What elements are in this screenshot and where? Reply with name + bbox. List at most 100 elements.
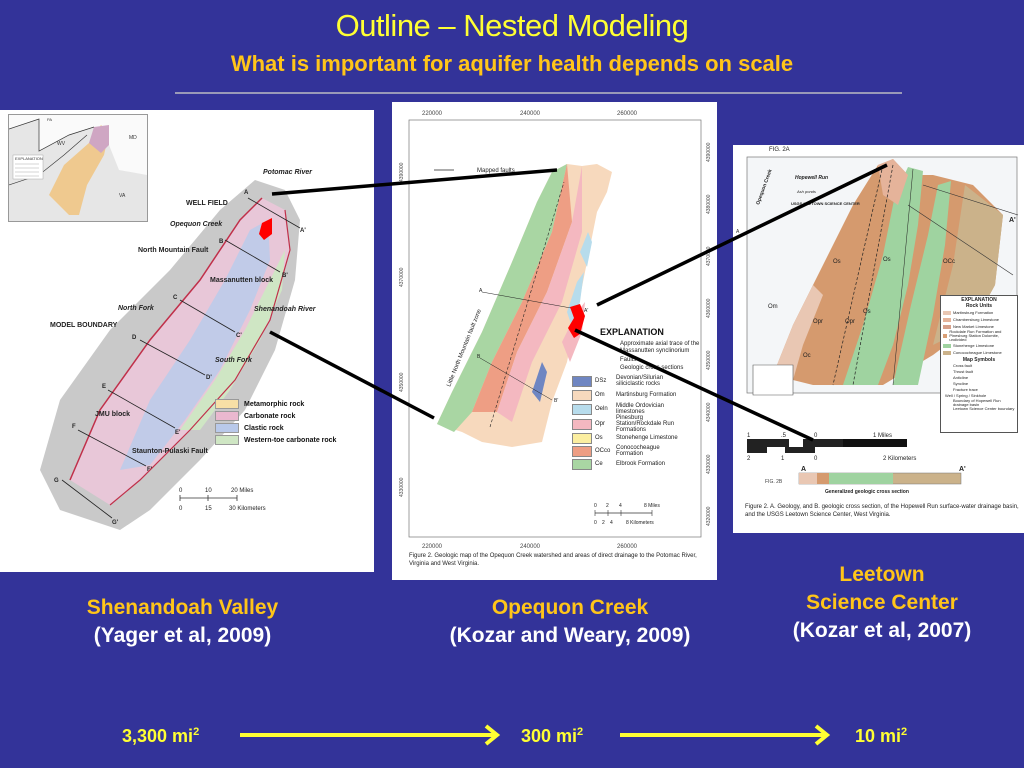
svg-text:Ash ponds: Ash ponds (796, 189, 816, 194)
svg-text:G': G' (112, 520, 119, 526)
svg-text:4390000: 4390000 (706, 142, 712, 162)
svg-text:A': A' (584, 308, 588, 314)
dsz-swatch (572, 375, 592, 387)
legend-item: Rockdale Run Formation and Pinesburg Sta… (943, 330, 1015, 342)
oeln-swatch (572, 403, 592, 415)
svg-text:Staunton-Pulaski Fault: Staunton-Pulaski Fault (132, 448, 209, 455)
opequon-creek-map: 220000 240000 260000 220000 240000 26000… (392, 102, 717, 580)
svg-text:MODEL BOUNDARY: MODEL BOUNDARY (50, 322, 118, 329)
oc-swatch (943, 317, 951, 322)
caption-opequon: Opequon Creek (Kozar and Weary, 2009) (400, 596, 740, 648)
svg-text:1 Miles: 1 Miles (873, 433, 892, 439)
cross-section-symbol: Geologic cross sections (620, 365, 684, 371)
svg-text:2: 2 (747, 456, 751, 462)
superscript: 2 (901, 726, 908, 738)
svg-text:4380000: 4380000 (706, 194, 712, 214)
svg-text:B': B' (554, 398, 558, 404)
svg-text:Os: Os (883, 257, 891, 263)
scale-value: 10 mi (855, 726, 902, 746)
svg-text:4330000: 4330000 (399, 477, 405, 497)
svg-text:0: 0 (179, 506, 183, 512)
svg-text:C: C (173, 295, 178, 301)
unit-code: Os (595, 435, 603, 441)
scale-value: 300 mi (521, 726, 578, 746)
svg-text:Shenandoah River: Shenandoah River (254, 306, 317, 313)
svg-text:A: A (736, 229, 740, 235)
svg-text:4350000: 4350000 (399, 372, 405, 392)
svg-text:260000: 260000 (617, 111, 638, 117)
map-symbol: Boundary of Hopewell Run drainage basin (953, 398, 1001, 407)
map-symbol: Thrust fault (953, 369, 974, 374)
unit-label: Stonehenge Limestone (616, 435, 678, 441)
clastic-swatch (215, 423, 239, 433)
figure-caption: Figure 2. Geologic map of the Opequon Cr… (409, 553, 697, 567)
svg-text:North Fork: North Fork (118, 305, 155, 312)
svg-text:MD: MD (129, 135, 137, 141)
faults-symbol: Faults (620, 357, 637, 363)
svg-text:0: 0 (814, 456, 818, 462)
svg-text:B: B (219, 239, 224, 245)
metamorphic-swatch (215, 399, 239, 409)
legend-item: Carbonate rock (215, 410, 336, 422)
map-symbol: Cross fault (953, 363, 973, 368)
carbonate-swatch (215, 411, 239, 421)
unit-label: Pinesburg Station/Rockdale Run Formation… (616, 415, 675, 433)
caption-leetown: Leetown Science Center (Kozar et al, 200… (740, 563, 1024, 643)
svg-text:0: 0 (814, 433, 818, 439)
western-toe-swatch (215, 435, 239, 445)
figure-caption: Figure 2. A. Geology, and B. geologic cr… (745, 504, 1019, 518)
svg-text:E: E (102, 384, 106, 390)
svg-text:WV: WV (57, 141, 66, 147)
svg-text:OCc: OCc (943, 259, 955, 265)
svg-text:B: B (477, 354, 481, 360)
unit-code: Opr (595, 421, 606, 427)
svg-text:260000: 260000 (617, 544, 638, 550)
svg-text:WELL FIELD: WELL FIELD (186, 200, 228, 207)
svg-text:F': F' (147, 467, 153, 473)
svg-text:Om: Om (768, 304, 778, 310)
leetown-explanation: EXPLANATION Rock Units Martinsburg Forma… (940, 295, 1018, 433)
svg-text:Potomac River: Potomac River (263, 169, 313, 176)
scale-arrows (240, 724, 831, 746)
arrow-right-icon (620, 724, 831, 746)
unit-label: Conococheague Limestone (953, 350, 1002, 355)
unit-label: Martinsburg Formation (953, 310, 994, 315)
svg-text:D: D (132, 335, 137, 341)
opr-swatch (943, 334, 948, 338)
svg-text:.5: .5 (781, 433, 787, 439)
svg-text:PA: PA (47, 117, 52, 122)
inset-location-map: EXPLANATION WV MD VA PA (8, 114, 148, 222)
occo-swatch (572, 445, 592, 457)
svg-text:Mapped faults: Mapped faults (477, 168, 515, 174)
svg-text:15: 15 (205, 506, 212, 512)
svg-text:240000: 240000 (520, 111, 541, 117)
svg-text:JMU block: JMU block (95, 411, 130, 418)
svg-text:South Fork: South Fork (215, 357, 253, 364)
panel-title-line1: Leetown (839, 563, 925, 586)
svg-text:Opr: Opr (813, 319, 823, 325)
svg-text:0: 0 (594, 503, 597, 509)
unit-label: Devonian/Silurian siliciclastic rocks (616, 375, 664, 387)
legend-label: Metamorphic rock (244, 400, 305, 408)
svg-text:A: A (244, 190, 249, 196)
arrow-right-icon (240, 724, 501, 746)
axial-trace-symbol: Approximate axial trace of the Massanutt… (620, 341, 700, 354)
svg-text:4: 4 (610, 520, 613, 526)
opequon-geology-map: 220000 240000 260000 220000 240000 26000… (399, 111, 712, 550)
superscript: 2 (577, 726, 584, 738)
svg-text:Generalized geologic cross sec: Generalized geologic cross section (825, 489, 909, 495)
svg-text:1: 1 (747, 433, 751, 439)
title-divider (175, 92, 902, 94)
legend-item: Clastic rock (215, 422, 336, 434)
svg-text:C': C' (236, 333, 242, 339)
map-symbol: Anticline (953, 375, 969, 380)
os-swatch (572, 432, 592, 444)
svg-text:30 Kilometers: 30 Kilometers (229, 506, 266, 512)
unit-label: Elbrook Formation (616, 461, 666, 467)
caption-shenandoah: Shenandoah Valley (Yager et al, 2009) (20, 596, 345, 648)
legend-label: Clastic rock (244, 424, 284, 432)
legend-label: Western-toe carbonate rock (244, 436, 337, 444)
opr-swatch (572, 418, 592, 430)
